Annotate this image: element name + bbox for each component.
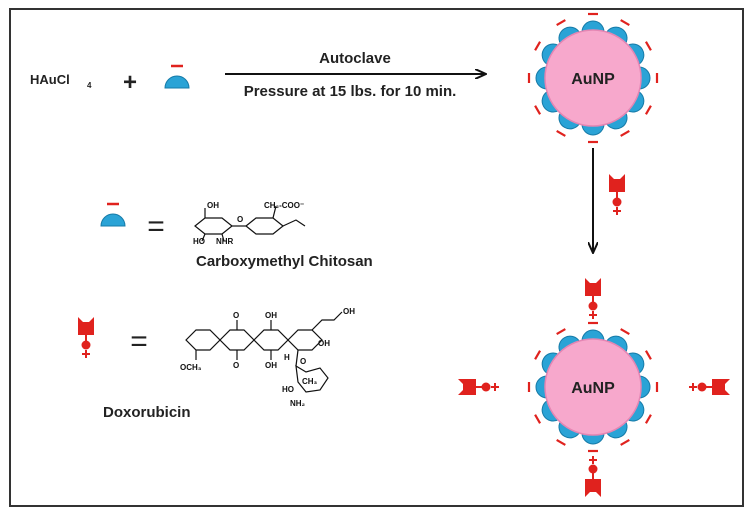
negative-charge-icon bbox=[644, 350, 652, 360]
dox-oh-side: OH bbox=[343, 307, 355, 316]
negative-charge-icon bbox=[644, 414, 652, 424]
dox-reagent-icon bbox=[608, 173, 626, 216]
arrow-top-label: Autoclave bbox=[319, 50, 391, 67]
negative-charge-icon bbox=[620, 328, 630, 336]
dox-name: Doxorubicin bbox=[103, 404, 191, 421]
dox-o1: O bbox=[233, 311, 239, 320]
aunp-label: AuNP bbox=[571, 71, 615, 88]
cmc-ch2coo: CH₂-COO⁻ bbox=[264, 201, 304, 210]
cmc-ligand-icon bbox=[638, 375, 651, 399]
negative-charge-icon bbox=[534, 414, 542, 424]
dox-ch3: CH₃ bbox=[302, 377, 318, 386]
cmc-name: Carboxymethyl Chitosan bbox=[196, 253, 373, 270]
gold-core bbox=[544, 29, 642, 127]
reagent-hauCl4: HAuCl 4 bbox=[30, 72, 92, 90]
cmc-ho: HO bbox=[193, 237, 205, 246]
dox-bottom bbox=[584, 455, 602, 498]
dox-oh1: OH bbox=[265, 311, 277, 320]
plus-sign: + bbox=[123, 69, 137, 96]
cmc-ligand-icon bbox=[581, 123, 605, 136]
cmc-o: O bbox=[237, 215, 243, 224]
legend-cmc: = OH CH₂-COO⁻ HO NHR O Carboxymethyl Chi… bbox=[100, 201, 373, 270]
dox-oh2: OH bbox=[265, 361, 277, 370]
cmc-ligand-icon bbox=[581, 329, 605, 342]
legend-dox: = O OH OH O OCH₃ OH H OH O CH₃ HO NH₂ Do… bbox=[77, 307, 355, 421]
negative-charge-icon bbox=[620, 438, 630, 446]
dox-nh2: NH₂ bbox=[290, 399, 306, 408]
gold-core bbox=[544, 338, 642, 436]
negative-charge-icon bbox=[556, 19, 566, 27]
dox-och3: OCH₃ bbox=[180, 363, 202, 372]
cmc-equals: = bbox=[147, 210, 165, 243]
arrow-bottom-label: Pressure at 15 lbs. for 10 min. bbox=[244, 83, 457, 100]
dox-o2: O bbox=[233, 361, 239, 370]
cmc-nhr: NHR bbox=[216, 237, 234, 246]
dox-oh3: OH bbox=[318, 339, 330, 348]
cmc-ligand-icon bbox=[638, 66, 651, 90]
hauCl4-subscript: 4 bbox=[87, 81, 92, 90]
negative-charge-icon bbox=[644, 105, 652, 115]
cmc-legend-icon bbox=[100, 202, 126, 227]
cmc-ligand-icon bbox=[535, 66, 548, 90]
dox-left bbox=[457, 378, 500, 396]
dox-structure bbox=[185, 311, 343, 393]
dox-top bbox=[584, 277, 602, 320]
negative-charge-icon bbox=[534, 350, 542, 360]
cmc-structure bbox=[194, 205, 306, 242]
dox-h: H bbox=[284, 353, 290, 362]
negative-charge-icon bbox=[620, 129, 630, 137]
negative-charge-icon bbox=[644, 41, 652, 51]
dox-legend-icon bbox=[77, 316, 95, 359]
negative-charge-icon bbox=[556, 438, 566, 446]
hauCl4-label: HAuCl bbox=[30, 72, 70, 87]
dox-loaded-aunp: AuNP bbox=[527, 321, 659, 453]
cmc-reagent-icon bbox=[164, 64, 190, 89]
dox-o3: O bbox=[300, 357, 306, 366]
cmc-ligand-icon bbox=[581, 20, 605, 33]
dox-ho: HO bbox=[282, 385, 294, 394]
dox-right bbox=[688, 378, 731, 396]
cmc-ligand-icon bbox=[581, 432, 605, 445]
negative-charge-icon bbox=[620, 19, 630, 27]
negative-charge-icon bbox=[534, 41, 542, 51]
cmc-aunp: AuNP bbox=[527, 12, 659, 144]
cmc-oh-top: OH bbox=[207, 201, 219, 210]
dox-equals: = bbox=[130, 325, 148, 358]
negative-charge-icon bbox=[556, 328, 566, 336]
cmc-ligand-icon bbox=[535, 375, 548, 399]
aunp-label: AuNP bbox=[571, 380, 615, 397]
negative-charge-icon bbox=[534, 105, 542, 115]
negative-charge-icon bbox=[556, 129, 566, 137]
